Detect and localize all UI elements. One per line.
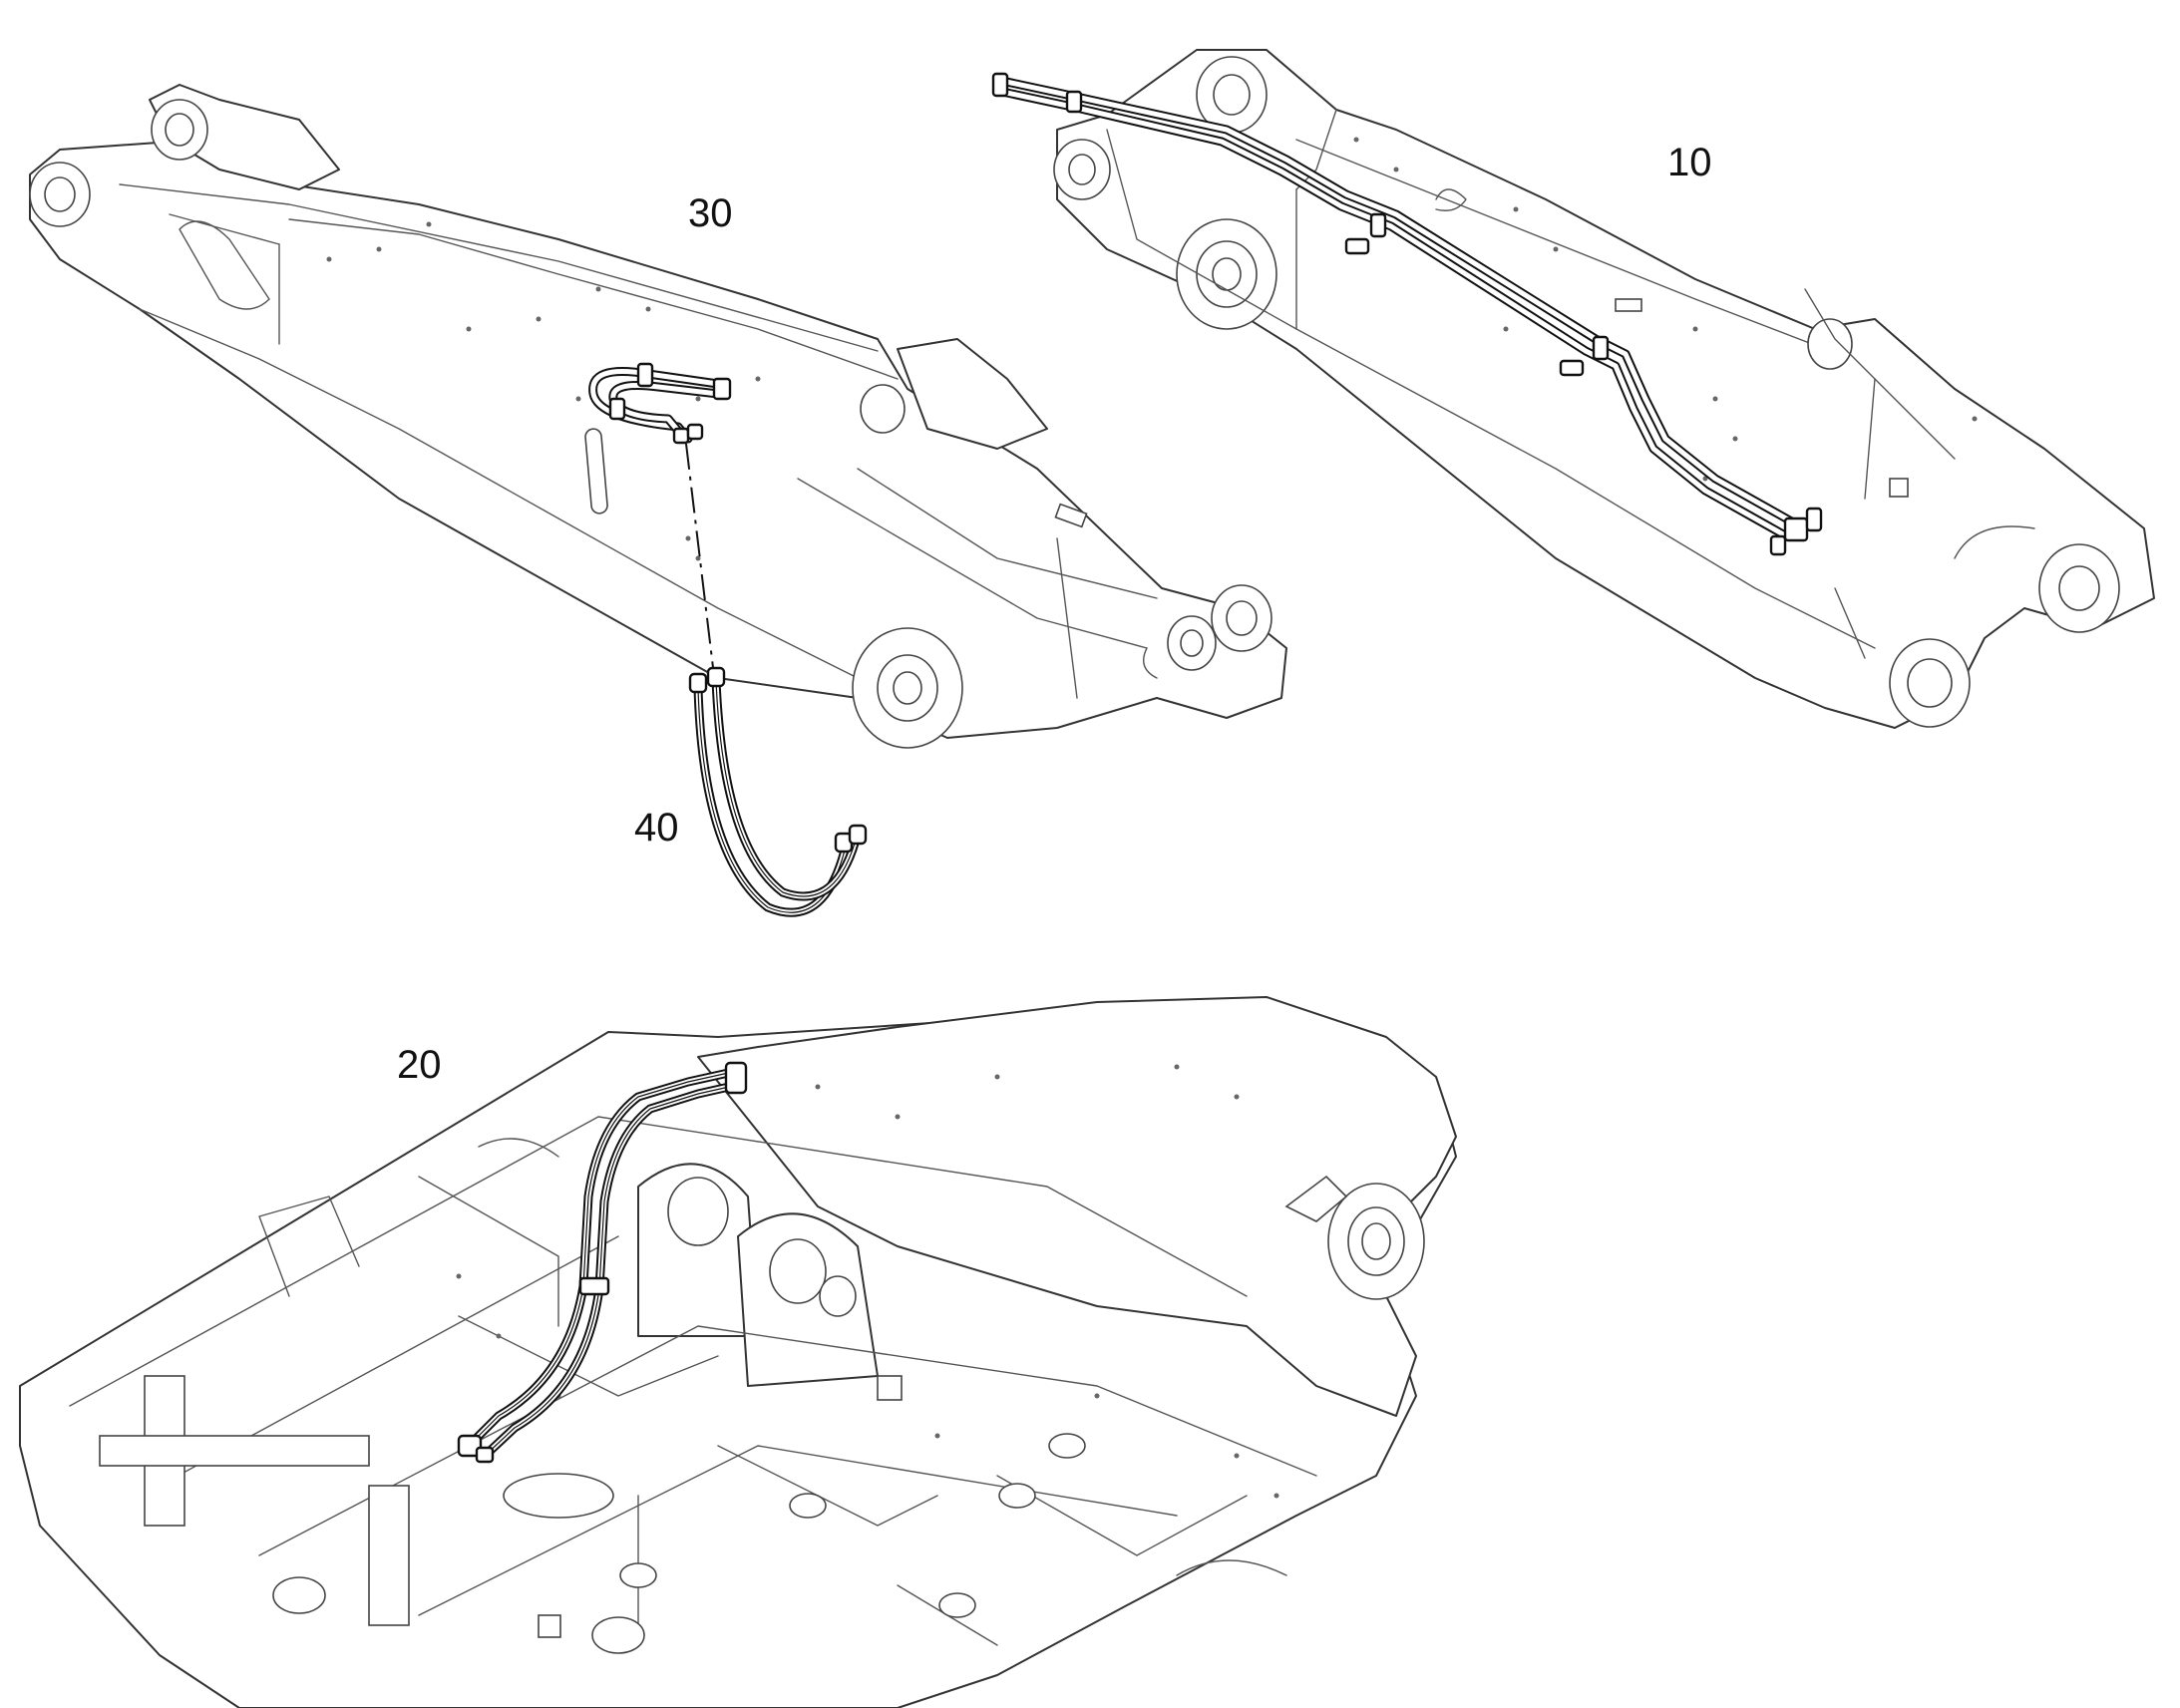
tube-item-10 [991,72,1823,556]
callout-30: 30 [688,191,733,235]
bolt-holes-frame [456,1064,1279,1499]
upper-frame-assembly [19,996,1457,1708]
boom-assembly-right [1053,49,2155,729]
hose-item-40 [688,666,868,917]
callout-20: 20 [397,1043,442,1087]
callout-40: 40 [634,806,679,850]
boom-assembly-left [29,84,1287,749]
pipe-item-30 [588,362,732,445]
connection-leader-line [685,443,715,677]
hose-item-20 [457,1061,748,1464]
bolt-holes-left-boom [326,221,761,561]
callout-10: 10 [1667,141,1712,184]
